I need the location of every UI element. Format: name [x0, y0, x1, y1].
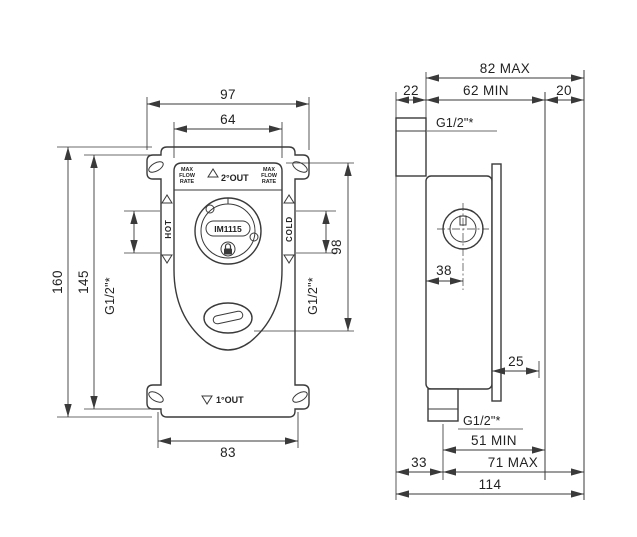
dim-38: 38	[436, 263, 452, 278]
lock-body	[224, 248, 232, 255]
top-inlet-pipe	[395, 117, 427, 177]
max-flow-rate-left: MAX FLOW RATE	[179, 167, 196, 185]
model-badge	[205, 220, 251, 237]
back-plate	[491, 163, 502, 402]
thermostatic-cartridge: IM1115	[194, 197, 262, 265]
thread-label-right: G1/2"*	[306, 277, 320, 315]
mounting-slot-top-left	[148, 161, 164, 173]
valve-screw-left	[205, 204, 215, 214]
mounting-slot-bottom-right	[292, 391, 308, 403]
cold-up-arrow-icon	[283, 194, 295, 204]
side-port	[437, 203, 489, 290]
box-body	[425, 175, 493, 390]
side-view: 82 MAX 22 62 MIN 20 G1/2"* 38 25 G1/2"* …	[395, 61, 585, 500]
thread-label-top: G1/2"*	[436, 116, 474, 130]
max-flow-right-line3: RATE	[262, 179, 277, 185]
dim-width-83: 83	[220, 445, 236, 460]
outlet-slot	[212, 310, 244, 325]
outlet2-text: 2°OUT	[221, 173, 249, 183]
dim-33: 33	[411, 455, 427, 470]
dim-71-max: 71 MAX	[488, 455, 538, 470]
cold-down-arrow-icon	[283, 254, 295, 264]
outlet1-label: 1°OUT	[201, 395, 244, 405]
dim-height-98: 98	[329, 239, 344, 255]
thread-label-bottom: G1/2"*	[463, 414, 501, 428]
outlet1-text: 1°OUT	[216, 395, 244, 405]
dim-62-min: 62 MIN	[463, 83, 509, 98]
dim-114: 114	[479, 477, 502, 492]
cold-text: COLD	[285, 216, 294, 242]
cold-inlet-label: COLD	[283, 194, 295, 264]
valve-screw-right	[249, 232, 259, 242]
mounting-slot-bottom-left	[148, 391, 164, 403]
dim-25: 25	[508, 354, 524, 369]
dim-20: 20	[556, 83, 572, 98]
hot-text: HOT	[164, 219, 173, 238]
hot-inlet-label: HOT	[161, 194, 173, 264]
up-arrow-icon	[207, 168, 219, 178]
dim-height-160: 160	[50, 270, 65, 294]
port-outer-circle	[442, 208, 484, 250]
lower-outlet	[203, 302, 253, 334]
outlet2-label: 2°OUT	[207, 168, 249, 183]
max-flow-right-line2: FLOW	[261, 173, 278, 179]
outlet-oval	[203, 302, 253, 334]
down-arrow-icon	[201, 395, 213, 405]
dim-82-max: 82 MAX	[480, 61, 530, 76]
dim-width-97: 97	[220, 87, 236, 102]
front-dimensions: 97 64 160 145 G1/2"* G1/2"*	[50, 87, 354, 460]
front-view: MAX FLOW RATE 2°OUT MAX FLOW RATE HOT CO…	[50, 87, 354, 460]
thread-label-left: G1/2"*	[103, 277, 117, 315]
max-flow-left-line1: MAX	[181, 167, 193, 173]
max-flow-right-line1: MAX	[263, 167, 275, 173]
dim-51-min: 51 MIN	[471, 433, 517, 448]
max-flow-left-line2: FLOW	[179, 173, 196, 179]
port-notch	[459, 215, 467, 226]
hot-down-arrow-icon	[161, 254, 173, 264]
hot-up-arrow-icon	[161, 194, 173, 204]
dim-height-145: 145	[76, 270, 91, 294]
max-flow-left-line3: RATE	[180, 179, 195, 185]
dim-22: 22	[403, 83, 419, 98]
lock-icon	[224, 243, 232, 249]
model-text: IM1115	[214, 224, 242, 234]
side-dimensions: 82 MAX 22 62 MIN 20 G1/2"* 38 25 G1/2"* …	[395, 61, 584, 500]
dim-width-64: 64	[220, 112, 236, 127]
max-flow-rate-right: MAX FLOW RATE	[261, 167, 278, 185]
lock-ring	[220, 241, 236, 257]
bottom-outlet-pipe	[427, 388, 459, 422]
